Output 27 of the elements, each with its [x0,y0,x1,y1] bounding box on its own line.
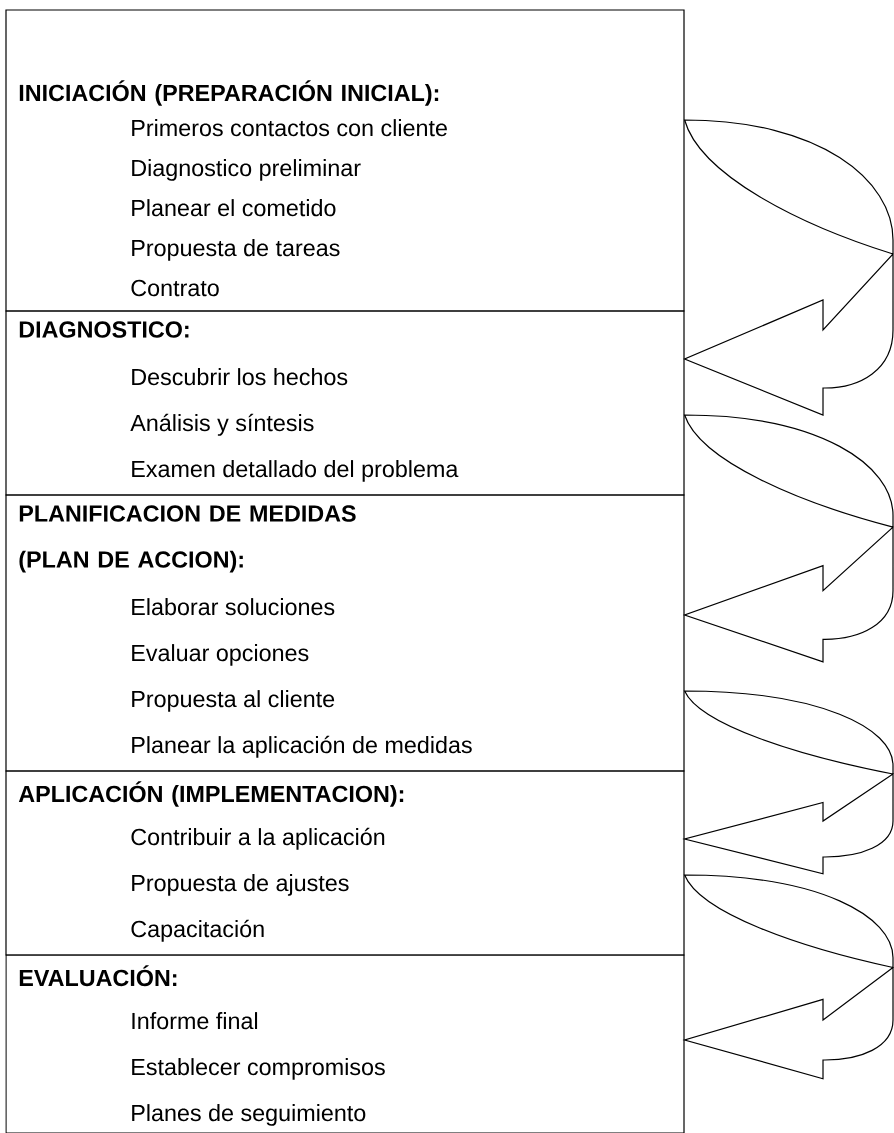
section-heading: PLANIFICACION DE MEDIDAS (PLAN DE ACCION): [19,505,356,573]
list-item: Planear la aplicación de medidas [132,735,472,758]
section-heading: INICIACIÓN (PREPARACIÓN INICIAL): [19,80,439,106]
list-item: Planes de seguimiento [132,1104,366,1126]
list-item: Diagnostico preliminar [132,159,361,181]
list-item: Propuesta de ajustes [132,874,349,896]
list-item: Contrato [131,279,219,297]
list-item: Propuesta al cliente [132,690,335,712]
curved-arrow [684,690,894,875]
list-item: Descubrir los hechos [132,368,348,386]
list-item: Planear el cometido [132,199,336,217]
list-item: Propuesta de tareas [132,239,340,261]
list-item: Elaborar soluciones [132,598,335,616]
curved-arrow [684,414,894,663]
list-item: Capacitación [131,919,264,942]
section-heading: DIAGNOSTICO: [19,321,189,338]
list-item: Establecer compromisos [132,1058,385,1080]
list-item: Contribuir a la aplicación [131,827,385,850]
section-heading: EVALUACIÓN: [19,965,177,987]
curved-arrow [684,119,894,416]
section-heading: APLICACIÓN (IMPLEMENTACION): [18,781,404,807]
list-item: Examen detallado del problema [132,460,459,482]
list-item: Primeros contactos con cliente [132,119,447,137]
list-item: Análisis y síntesis [130,413,314,436]
list-item: Evaluar opciones [132,644,309,666]
curved-arrow [684,874,894,1080]
list-item: Informe final [132,1012,258,1030]
